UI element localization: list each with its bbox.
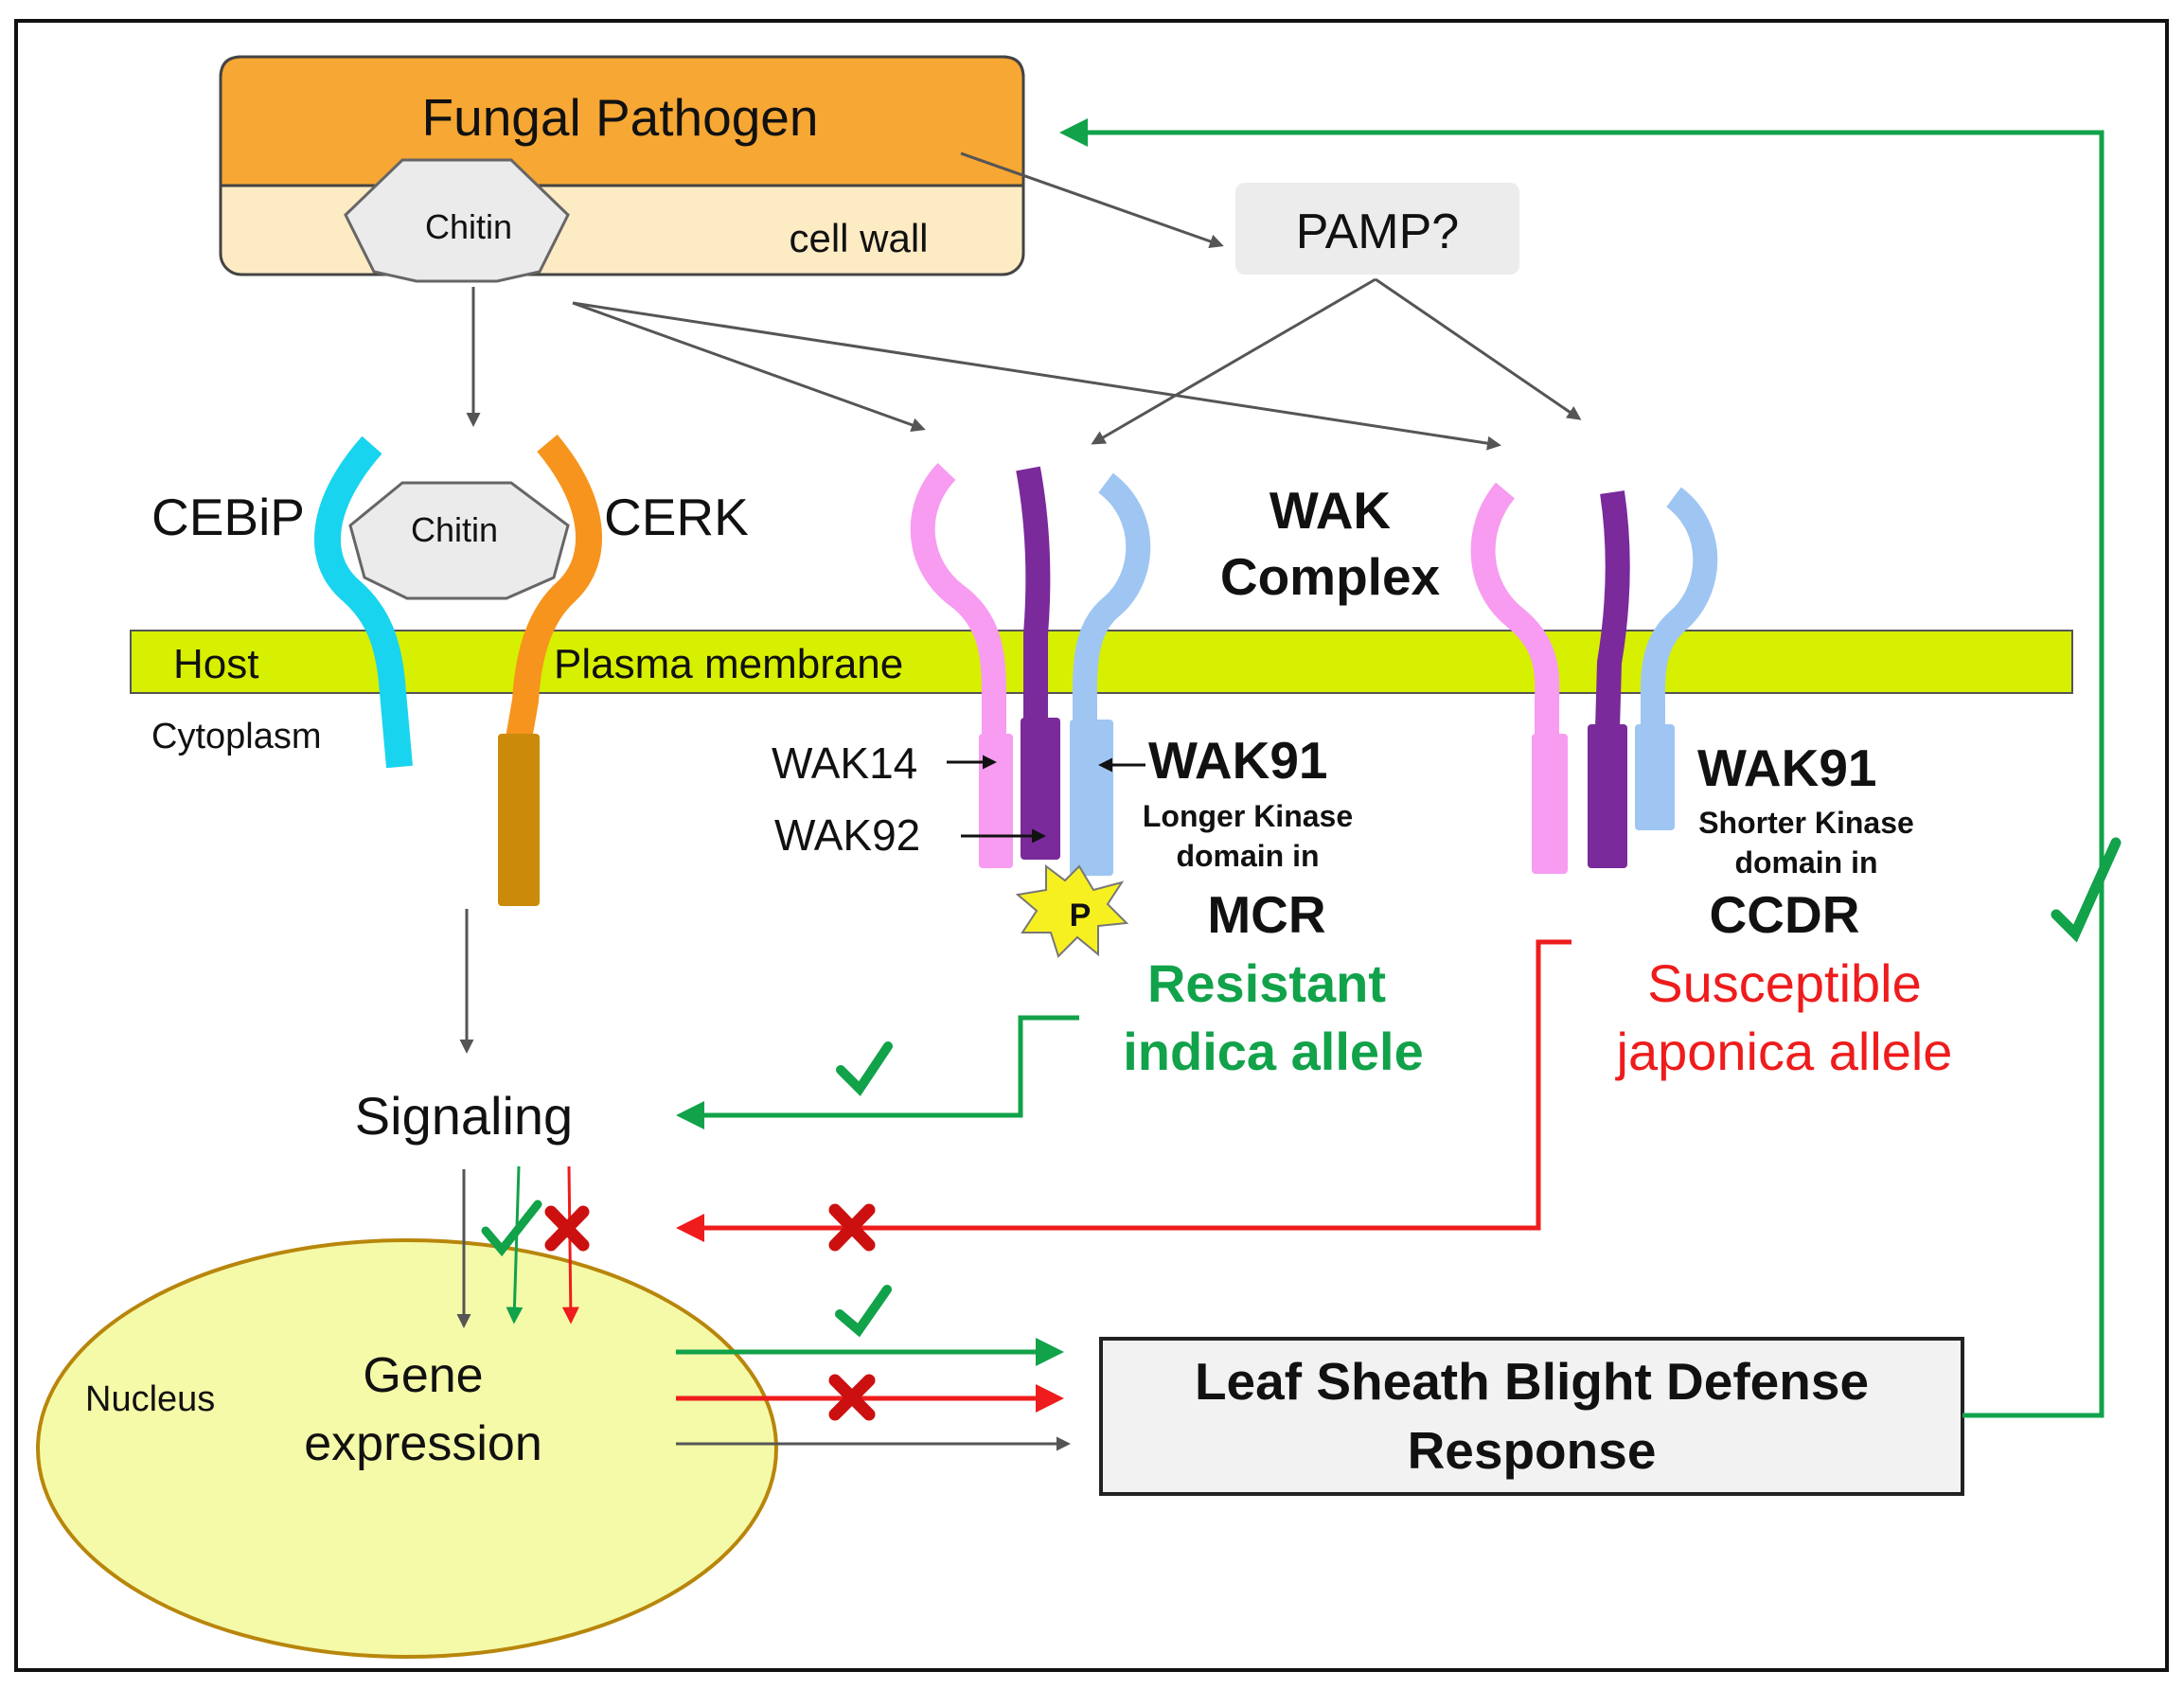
cross-mark-small xyxy=(544,1205,590,1252)
wak91-ccdr xyxy=(1640,487,1718,729)
defense-line2: Response xyxy=(1408,1421,1657,1480)
host-label: Host xyxy=(173,641,258,687)
gray-arrows-top xyxy=(466,151,1582,451)
wak92-mcr xyxy=(1016,466,1051,720)
nucleus xyxy=(36,1238,778,1659)
wak91-mcr-label: WAK91 xyxy=(1148,731,1328,790)
cross-mark-susceptible xyxy=(828,1203,876,1252)
wak92-ccdr xyxy=(1595,490,1630,730)
signaling-red-arrow xyxy=(561,1165,579,1325)
phospho-label: P xyxy=(1070,898,1092,933)
resistant-line1: Resistant xyxy=(1147,953,1386,1013)
defense-line1: Leaf Sheath Blight Defense xyxy=(1195,1352,1869,1411)
check-mark-feedback xyxy=(2051,837,2122,943)
cebip-label: CEBiP xyxy=(151,488,305,546)
check-mark-defense xyxy=(835,1285,892,1338)
gene-expression-line1: Gene xyxy=(363,1348,483,1403)
wak91-mcr xyxy=(1072,472,1151,729)
fungal-pathogen: Fungal Pathogen cell wall Chitin xyxy=(219,55,1025,283)
wak-complex-line1: WAK xyxy=(1270,481,1392,540)
mcr-kinase-line2: domain in xyxy=(1176,839,1319,873)
pathogen-title: Fungal Pathogen xyxy=(422,88,819,147)
cytoplasm-label: Cytoplasm xyxy=(151,717,322,756)
cross-mark-defense xyxy=(828,1374,876,1421)
mcr-wak-complex: P xyxy=(910,463,1151,958)
chitin-label-wall: Chitin xyxy=(425,207,512,246)
mcr-name: MCR xyxy=(1207,885,1325,944)
cerk-label: CERK xyxy=(604,488,749,546)
chitin-molecule xyxy=(344,158,570,283)
mcr-kinase-line1: Longer Kinase xyxy=(1143,799,1353,833)
ccdr-wak-complex xyxy=(1470,482,1718,874)
check-mark-small xyxy=(481,1200,542,1257)
phospho-burst xyxy=(1015,864,1129,958)
resistant-line2: indica allele xyxy=(1123,1022,1424,1081)
pamp-label: PAMP? xyxy=(1296,204,1459,259)
wak14-label: WAK14 xyxy=(772,738,917,788)
defense-response-box: Leaf Sheath Blight Defense Response xyxy=(1099,1337,1964,1496)
ccdr-name: CCDR xyxy=(1710,885,1860,944)
susceptible-line1: Susceptible xyxy=(1647,953,1922,1013)
outer-frame xyxy=(14,19,2169,1672)
signaling-label: Signaling xyxy=(355,1086,573,1146)
signaling-green-arrow xyxy=(506,1165,524,1325)
ccdr-labels: WAK91 Shorter Kinase domain in CCDR Susc… xyxy=(1615,738,1953,1081)
mcr-labels: WAK14 WAK92 WAK91 Longer Kinase domain i… xyxy=(772,731,1424,1081)
plasma-membrane: Host Plasma membrane Cytoplasm xyxy=(130,630,2073,756)
wak14-mcr xyxy=(910,463,1006,738)
chitin-bound-label: Chitin xyxy=(411,510,498,549)
ccdr-kinase-line1: Shorter Kinase xyxy=(1698,806,1914,840)
ccdr-kinase-line2: domain in xyxy=(1734,845,1877,880)
chitin-bound-molecule xyxy=(348,481,570,600)
wak14-ccdr xyxy=(1470,482,1560,748)
membrane-label: Plasma membrane xyxy=(554,641,903,687)
susceptible-line2: japonica allele xyxy=(1615,1022,1953,1081)
wak92-label: WAK92 xyxy=(774,810,920,860)
pamp-box: PAMP? xyxy=(1235,183,1519,275)
cell-wall-label: cell wall xyxy=(789,216,928,260)
nucleus-label: Nucleus xyxy=(85,1379,215,1419)
susceptible-to-signaling-arrow xyxy=(676,939,1571,1242)
wak-complex-line2: Complex xyxy=(1220,547,1441,606)
gene-expression-line2: expression xyxy=(304,1416,542,1471)
defense-feedback-arrow xyxy=(1059,118,2104,1418)
cebip-receptor xyxy=(313,436,413,769)
wak91-ccdr-label: WAK91 xyxy=(1697,738,1877,797)
check-mark-resistant xyxy=(836,1041,893,1096)
cerk-receptor xyxy=(498,435,603,906)
resistant-to-signaling-arrow xyxy=(676,1015,1079,1129)
cerk-kinase-domain xyxy=(498,734,540,906)
